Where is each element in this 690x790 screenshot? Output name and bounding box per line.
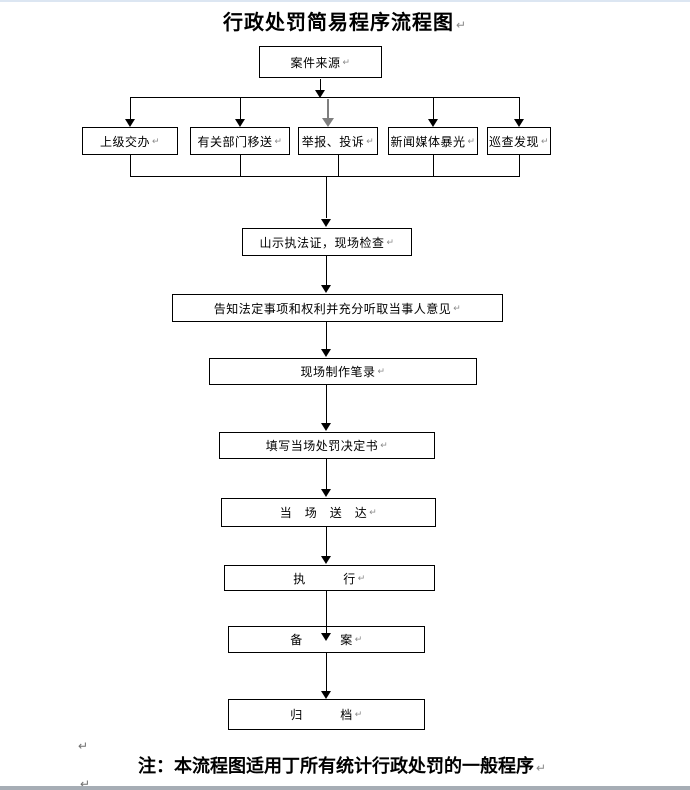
branch-line-bottom: [130, 176, 520, 177]
node-label: 告知法定事项和权利并充分听取当事人意见: [213, 301, 452, 316]
paragraph-mark-icon: ↵: [377, 366, 386, 376]
paragraph-mark-icon: ↵: [540, 135, 550, 146]
flow-node-channel-4: 新闻媒体暴光↵: [388, 127, 478, 155]
connector-line: [433, 155, 434, 176]
connector-line: [326, 385, 327, 423]
flow-node-channel-5: 巡查发现↵: [487, 127, 551, 155]
node-label: 有关部门移送: [197, 134, 273, 149]
arrowhead-down-icon: [428, 119, 438, 127]
node-label: 归 档: [290, 708, 353, 722]
connector-line: [240, 98, 241, 119]
arrowhead-down-icon: [321, 423, 331, 431]
arrowhead-down-icon: [321, 691, 331, 699]
paragraph-mark-icon: ↵: [366, 135, 375, 146]
arrowhead-down-icon: [321, 285, 331, 293]
paragraph-mark-icon: ↵: [467, 135, 476, 146]
paragraph-mark-icon: ↵: [342, 56, 351, 67]
flow-node-case-source: 案件来源↵: [259, 46, 382, 78]
node-label: 现场制作笔录: [300, 365, 376, 379]
flow-node-step-6: 执 行↵: [224, 565, 435, 591]
arrowhead-down-icon: [315, 90, 325, 98]
paragraph-mark-icon: ↵: [274, 135, 283, 146]
connector-line: [130, 98, 131, 119]
connector-line: [240, 155, 241, 176]
node-label: 山示执法证，现场检查: [259, 235, 385, 250]
flow-node-step-8: 归 档↵: [228, 699, 425, 730]
page-bottom-edge: [0, 786, 690, 790]
paragraph-mark-icon: ↵: [453, 302, 462, 313]
paragraph-mark-icon: ↵: [357, 572, 366, 583]
node-label: 执 行: [293, 571, 356, 586]
flow-node-step-2: 告知法定事项和权利并充分听取当事人意见↵: [172, 294, 503, 322]
arrowhead-down-icon: [322, 118, 334, 127]
arrowhead-down-icon: [514, 119, 524, 127]
node-label: 上级交办: [99, 134, 150, 149]
page-title-text: 行政处罚简易程序流程图: [222, 12, 454, 34]
paragraph-mark-icon: ↵: [369, 507, 378, 517]
connector-line: [326, 653, 327, 691]
node-label: 案件来源: [290, 55, 341, 70]
flow-node-step-4: 填写当场处罚决定书↵: [219, 432, 435, 459]
arrowhead-down-icon: [321, 219, 331, 227]
flow-node-step-1: 山示执法证，现场检查↵: [242, 228, 412, 256]
flow-node-channel-2: 有关部门移送↵: [190, 127, 290, 155]
paragraph-mark-icon: ↵: [380, 440, 389, 450]
connector-line: [519, 98, 520, 119]
paragraph-mark-icon: ↵: [80, 777, 91, 790]
connector-line: [326, 591, 327, 633]
footnote-text: 注：本流程图适用丁所有统计行政处罚的一般程序: [138, 756, 534, 776]
arrowhead-down-icon: [235, 119, 245, 127]
connector-line: [338, 155, 339, 176]
node-label: 巡查发现: [488, 134, 539, 149]
flow-node-channel-1: 上级交办↵: [82, 127, 178, 155]
node-label: 填写当场处罚决定书: [265, 439, 379, 453]
paragraph-mark-icon: ↵: [354, 709, 363, 719]
connector-line: [326, 527, 327, 556]
connector-line: [326, 322, 327, 349]
node-label: 新闻媒体暴光: [390, 134, 466, 149]
arrowhead-down-icon: [321, 556, 331, 564]
paragraph-mark-icon: ↵: [151, 135, 161, 146]
branch-line-top: [130, 97, 520, 98]
arrowhead-down-icon: [321, 633, 331, 641]
page-top-edge: [0, 0, 690, 2]
arrowhead-down-icon: [125, 119, 135, 127]
connector-line: [519, 155, 520, 176]
connector-line: [326, 459, 327, 489]
footnote: 注：本流程图适用丁所有统计行政处罚的一般程序↵: [138, 752, 546, 778]
flow-node-step-5: 当 场 送 达↵: [221, 498, 436, 527]
arrowhead-down-icon: [321, 489, 331, 497]
node-label: 当 场 送 达: [279, 506, 368, 520]
paragraph-mark-icon: ↵: [386, 236, 395, 247]
paragraph-mark-icon: ↵: [455, 18, 468, 32]
connector-line: [433, 98, 434, 119]
paragraph-mark-icon: ↵: [536, 761, 547, 775]
paragraph-mark-icon: ↵: [354, 634, 363, 644]
connector-line-gray: [327, 99, 329, 118]
connector-line: [326, 177, 327, 218]
connector-line: [326, 256, 327, 285]
node-label: 举报、投诉: [301, 134, 365, 149]
connector-line: [320, 79, 321, 90]
flow-node-step-3: 现场制作笔录↵: [209, 358, 477, 385]
arrowhead-down-icon: [321, 349, 331, 357]
connector-line: [130, 155, 131, 176]
paragraph-mark-icon: ↵: [78, 739, 89, 753]
page-title: 行政处罚简易程序流程图↵: [0, 6, 690, 35]
flow-node-channel-3: 举报、投诉↵: [298, 127, 378, 155]
